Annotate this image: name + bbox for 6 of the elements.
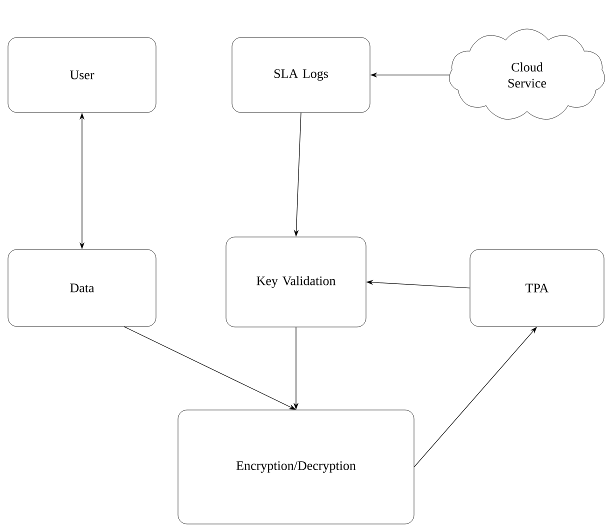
process-box: Data xyxy=(8,249,156,327)
process-box: User xyxy=(8,37,156,113)
process-box: TPA xyxy=(470,249,604,327)
process-box: Encryption/Decryption xyxy=(178,410,414,524)
process-box: Key Validation xyxy=(226,236,366,328)
process-box: SLA Logs xyxy=(232,37,370,113)
